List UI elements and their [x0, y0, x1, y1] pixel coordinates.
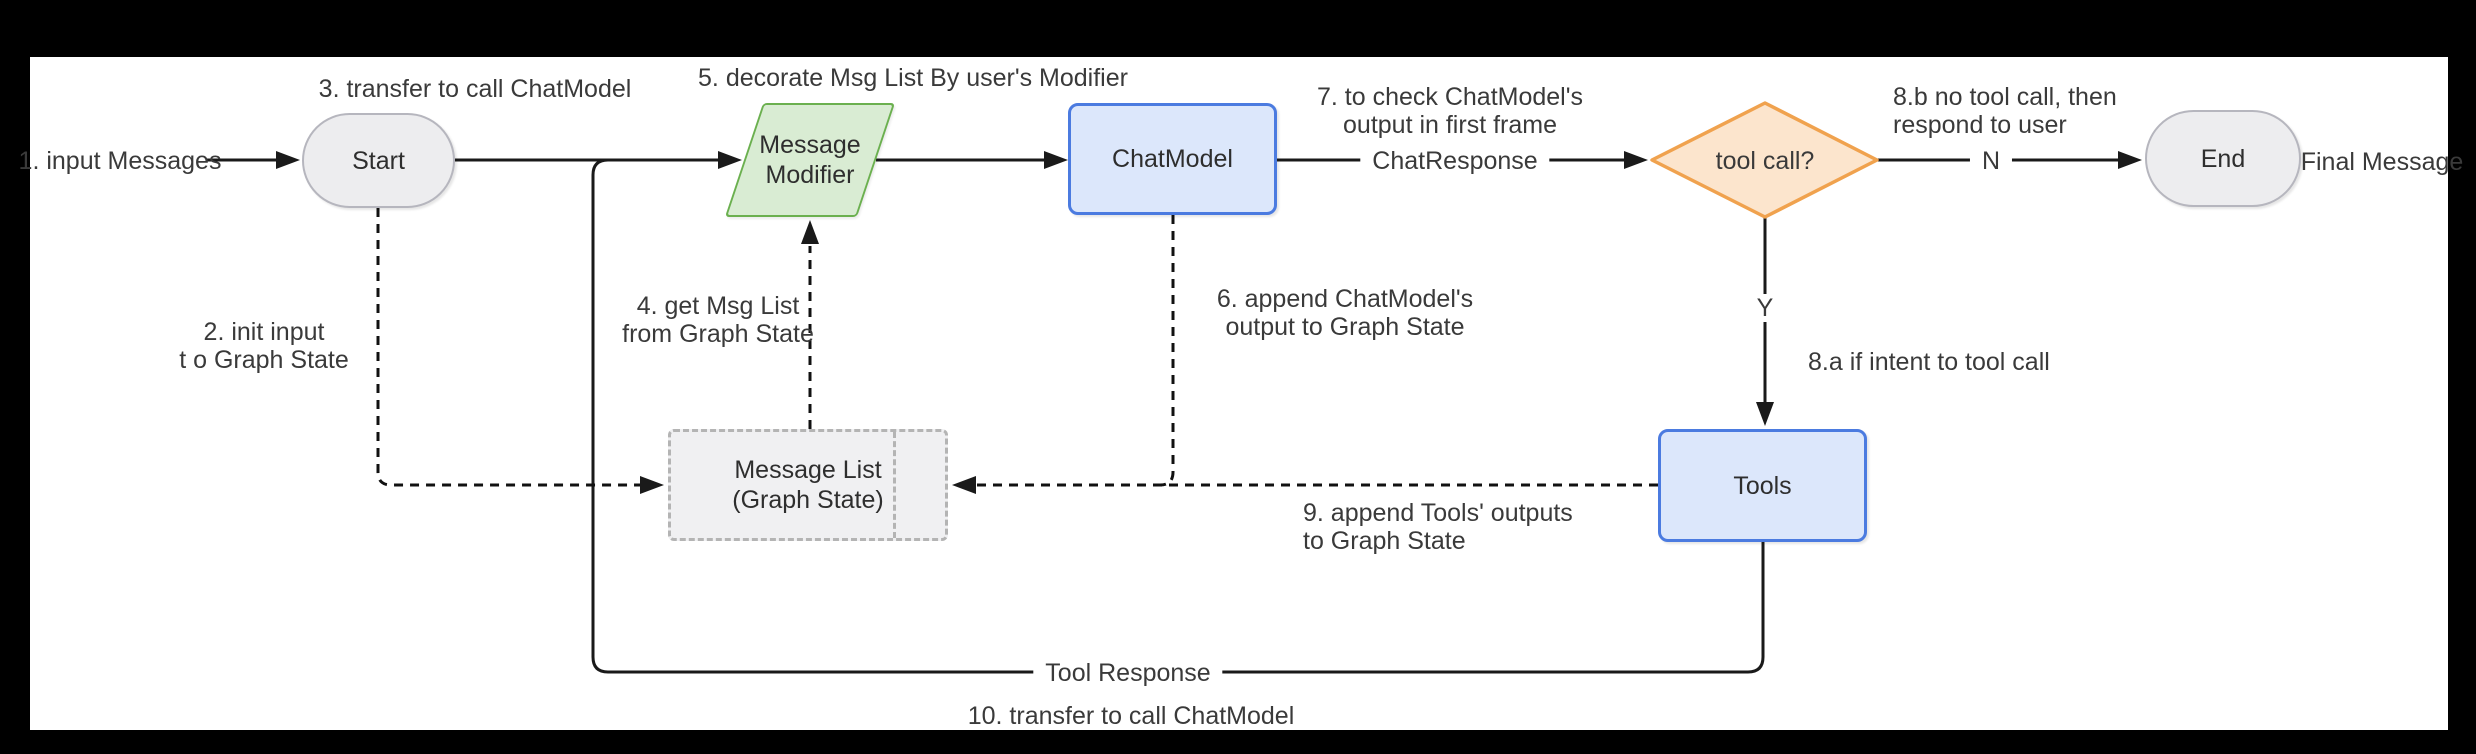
label-step6: 6. append ChatModel's output to Graph St…: [1216, 285, 1474, 341]
node-message-list-label: Message List (Graph State): [732, 456, 884, 514]
arrowhead-into-messagelist-left: [640, 476, 664, 494]
arrowhead-into-messagelist-right: [952, 476, 976, 494]
label-step2: 2. init input t o Graph State: [179, 318, 349, 374]
label-step5: 5. decorate Msg List By user's Modifier: [698, 64, 1128, 92]
label-step4: 4. get Msg List from Graph State: [622, 292, 814, 348]
arrowhead-into-start: [276, 151, 300, 169]
node-tool-call-label: tool call?: [1715, 147, 1815, 175]
arrowhead-into-chatmodel: [1044, 151, 1068, 169]
node-start: Start: [302, 113, 455, 208]
arrowhead-into-modifier: [718, 151, 742, 169]
node-message-list: Message List (Graph State): [668, 429, 948, 541]
label-chat-response: ChatResponse: [1360, 147, 1550, 175]
label-step8b: 8.b no tool call, then respond to user: [1893, 83, 2117, 139]
decision-diamond-shape: [1650, 101, 1879, 219]
node-end: End: [2145, 110, 2301, 207]
node-tools: Tools: [1658, 429, 1867, 542]
edge-chatmodel-to-graphstate-dashed: [1159, 215, 1175, 487]
label-step8a: 8.a if intent to tool call: [1808, 348, 2050, 376]
message-list-compartment-divider: [893, 432, 896, 538]
arrowhead-into-tools: [1756, 402, 1774, 426]
node-chatmodel: ChatModel: [1068, 103, 1277, 215]
label-step10: 10. transfer to call ChatModel: [967, 702, 1295, 730]
label-no: N: [1969, 147, 2013, 175]
label-tool-response: Tool Response: [1033, 659, 1223, 687]
arrowhead-up-into-modifier: [801, 220, 819, 244]
edge-start-to-graphstate-dashed: [376, 208, 640, 487]
node-message-modifier: Message Modifier: [759, 131, 861, 189]
label-step9: 9. append Tools' outputs to Graph State: [1303, 499, 1573, 555]
label-yes: Y: [1750, 294, 1780, 322]
arrowhead-into-decision: [1624, 151, 1648, 169]
label-final-message: Final Message: [2300, 148, 2464, 176]
label-step7: 7. to check ChatModel's output in first …: [1316, 83, 1584, 139]
label-step3: 3. transfer to call ChatModel: [318, 75, 632, 103]
arrowhead-into-end: [2118, 151, 2142, 169]
edge-tool-response-loop: [591, 158, 1765, 674]
label-step1: 1. input Messages: [18, 147, 222, 175]
